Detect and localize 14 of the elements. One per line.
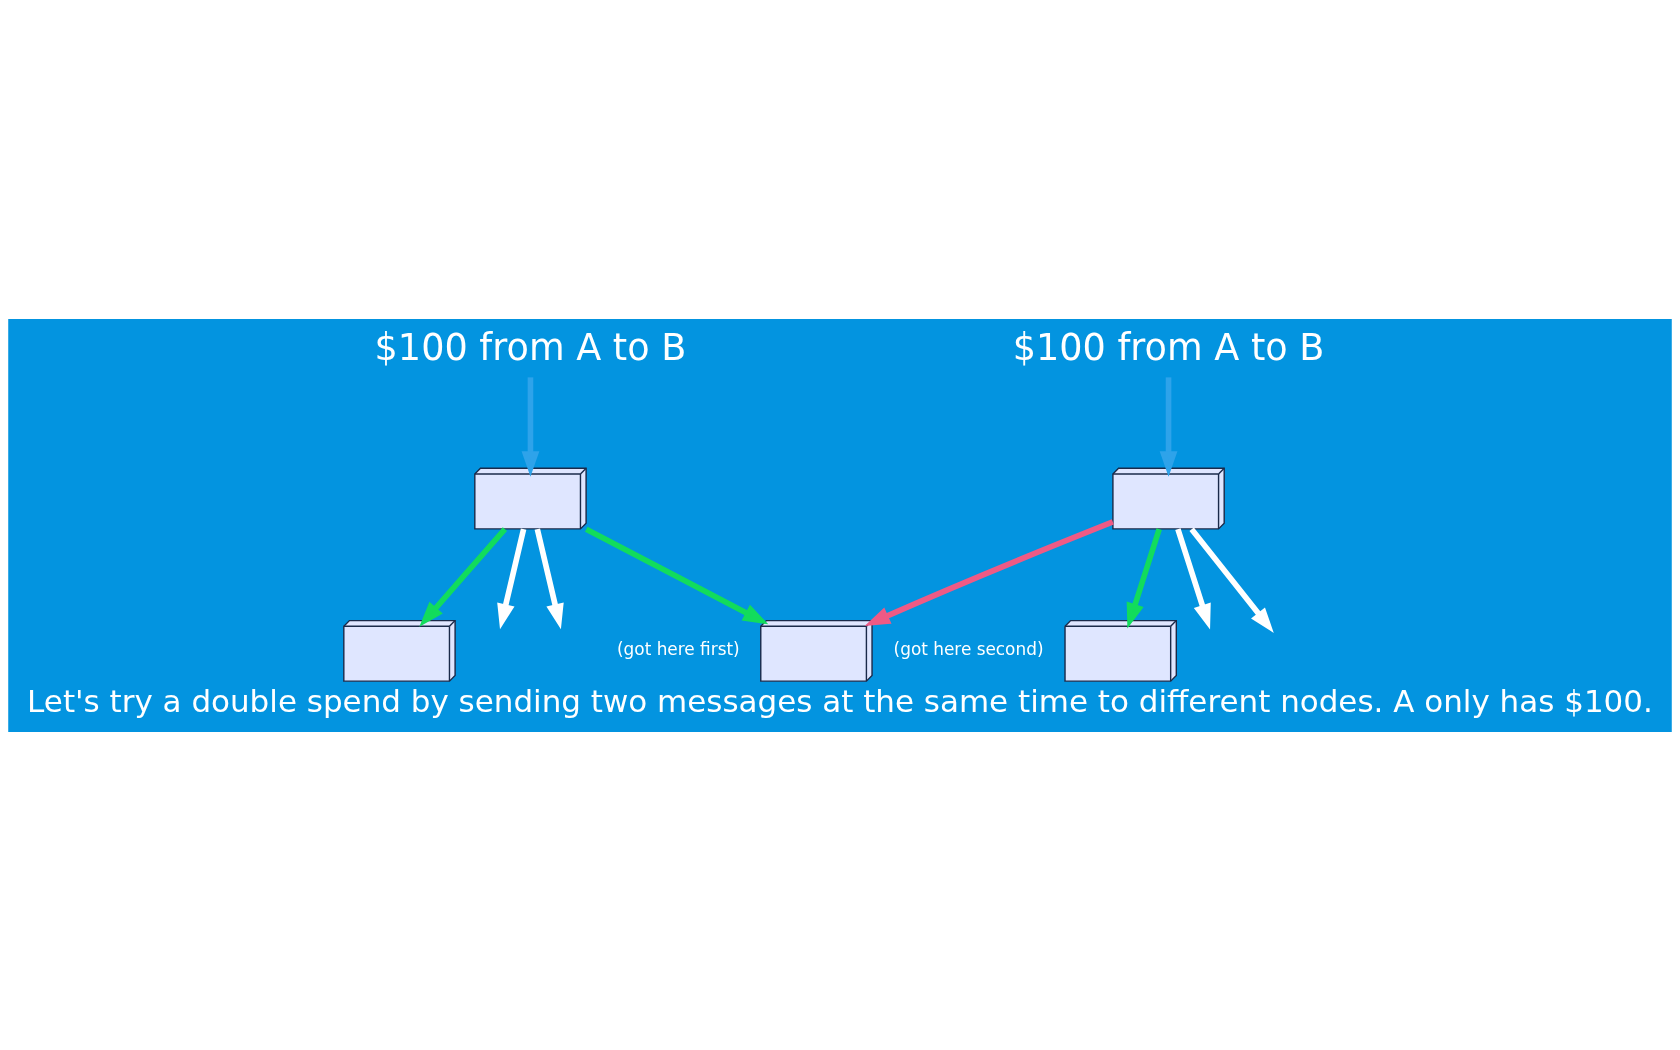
caption: Let's try a double spend by sending two messages at the same time to different nodes. A only has $100.	[27, 682, 1653, 719]
arrow	[1126, 527, 1162, 628]
arrow	[1175, 527, 1211, 629]
node-text: $100 from A to B	[1012, 325, 1325, 369]
arrow	[497, 528, 527, 629]
arrow	[1159, 376, 1178, 477]
node-label: (got here first)	[617, 638, 740, 659]
node-label: (got here second)	[893, 638, 1044, 659]
node-text: $100 from A to B	[374, 325, 687, 369]
arrow	[419, 526, 507, 627]
arrow	[584, 526, 769, 624]
arrow	[1189, 526, 1274, 633]
arrow	[521, 376, 540, 477]
arrow	[534, 528, 564, 629]
